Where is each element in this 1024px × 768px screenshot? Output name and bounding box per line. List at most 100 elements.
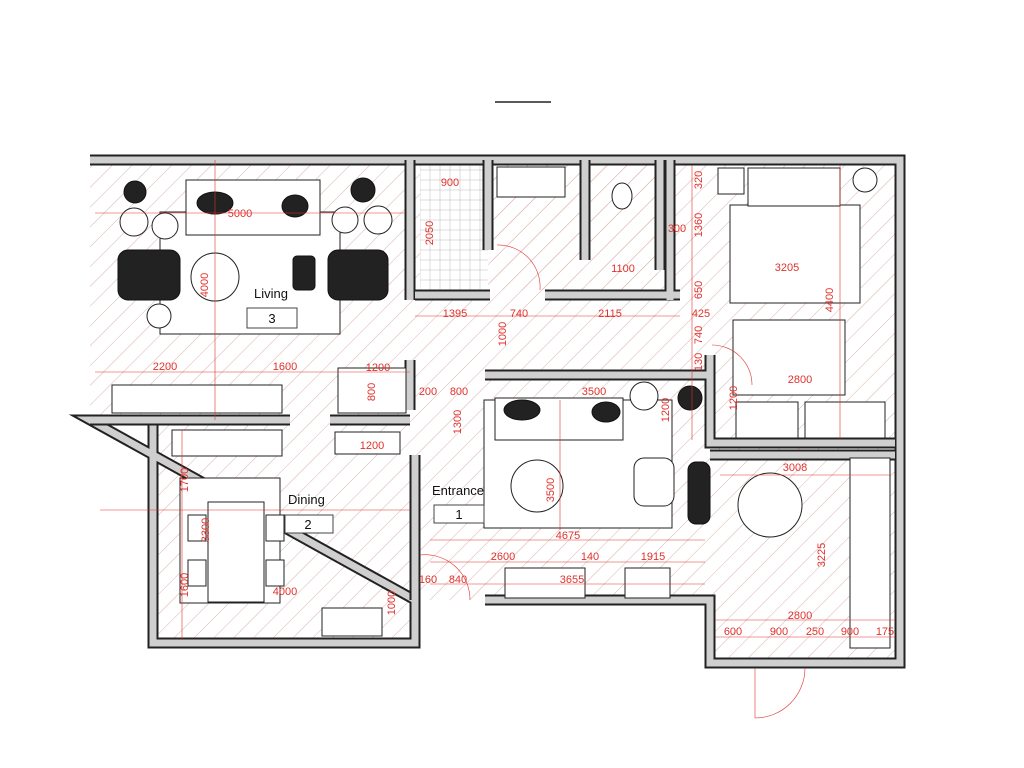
cushion-icon: [503, 399, 541, 421]
dim-label: 5000: [228, 208, 252, 220]
dimension-labels: 5000 4000 2200 1600 1200 800 1200 200 80…: [153, 171, 894, 638]
dim-label: 900: [441, 177, 459, 189]
living-furniture: [111, 177, 407, 414]
interior-walls: [90, 160, 895, 600]
dim-label: 1700: [179, 468, 191, 492]
dim-label: 160: [419, 574, 437, 586]
side-table: [146, 303, 172, 329]
dimension-lines: [95, 160, 895, 640]
side-table: [119, 207, 149, 237]
room-number: 3: [268, 311, 275, 326]
bed: [729, 204, 861, 304]
console: [321, 607, 383, 637]
dim-label: 250: [806, 626, 824, 638]
rug: [732, 319, 846, 396]
coffee-table: [510, 459, 564, 513]
balcony-door[interactable]: [754, 667, 806, 719]
chair: [265, 514, 285, 542]
entrance-furniture: [419, 381, 711, 601]
exterior-walls: [68, 154, 906, 669]
dining-table: [207, 501, 265, 603]
dim-label: 3225: [816, 543, 828, 567]
cushion-icon: [281, 194, 309, 218]
room-name: Living: [254, 286, 288, 301]
dim-label: 1360: [693, 213, 705, 237]
shower-area: [420, 165, 488, 290]
dim-label: 175: [876, 626, 894, 638]
bathroom-door[interactable]: [496, 244, 541, 291]
plant-icon: [350, 177, 376, 203]
toilet-icon: [611, 182, 633, 210]
dim-label: 3205: [775, 262, 799, 274]
dim-label: 3500: [545, 478, 557, 502]
chair: [187, 514, 207, 542]
armchair-icon: [117, 249, 181, 301]
side-table: [363, 205, 393, 235]
dim-label: 1000: [497, 322, 509, 346]
chair: [633, 457, 675, 507]
wardrobe: [804, 401, 886, 439]
bedroom-door[interactable]: [711, 344, 753, 386]
dim-label: 1200: [728, 386, 740, 410]
dim-label: 2115: [598, 308, 622, 320]
dim-label: 1600: [273, 361, 297, 373]
dim-label: 1200: [366, 362, 390, 374]
desk: [735, 401, 799, 439]
cabinet: [337, 367, 407, 414]
room-label-living: Living 3: [246, 286, 298, 329]
cushion-icon: [591, 401, 621, 423]
room-tag: [246, 307, 298, 329]
nightstand: [717, 167, 745, 195]
kitchen-counter: [849, 457, 891, 649]
dim-label: 800: [450, 386, 468, 398]
dim-label: 320: [693, 171, 705, 189]
dim-label: 1600: [179, 573, 191, 597]
dim-label: 800: [366, 383, 378, 401]
dim-label: 3655: [560, 574, 584, 586]
dim-label: 2050: [424, 221, 436, 245]
dim-label: 900: [770, 626, 788, 638]
dim-label: 1395: [443, 308, 467, 320]
dim-label: 900: [841, 626, 859, 638]
dim-label: 140: [581, 551, 599, 563]
armchair-icon: [327, 249, 389, 301]
dim-label: 1000: [386, 591, 398, 615]
dim-label: 3008: [783, 462, 807, 474]
dim-label: 200: [419, 386, 437, 398]
dim-label: 2200: [153, 361, 177, 373]
room-name: Dining: [288, 492, 325, 507]
side-table: [331, 206, 359, 234]
tv-console: [111, 384, 283, 414]
chair: [265, 559, 285, 587]
round-table: [737, 472, 803, 538]
dim-label: 4400: [824, 288, 836, 312]
ottoman-icon: [292, 255, 316, 291]
vanity-sink: [496, 166, 566, 198]
planter-icon: [687, 461, 711, 525]
dim-label: 2600: [491, 551, 515, 563]
dim-label: 740: [693, 326, 705, 344]
bathroom-fixtures: [496, 166, 633, 291]
side-table: [629, 381, 659, 411]
dim-label: 1100: [611, 263, 635, 275]
dining-furniture: [171, 429, 401, 637]
room-number: 1: [455, 507, 462, 522]
room-label-dining: Dining 2: [284, 492, 334, 534]
dim-label: 1915: [641, 551, 665, 563]
bedroom-furniture: [711, 167, 886, 439]
entrance-door[interactable]: [419, 554, 471, 601]
room-tag: [433, 504, 485, 524]
side-table: [151, 212, 179, 240]
dim-label: 2800: [788, 610, 812, 622]
room-name: Entrance: [432, 483, 484, 498]
plant-icon: [677, 385, 703, 411]
kitchen-furniture: [737, 457, 891, 719]
dim-label: 740: [510, 308, 528, 320]
dim-label: 1300: [452, 410, 464, 434]
dim-label: 425: [692, 308, 710, 320]
chair: [187, 559, 207, 587]
cabinet: [334, 431, 401, 455]
headboard-pillows: [747, 167, 841, 207]
dim-label: 130: [693, 353, 705, 371]
